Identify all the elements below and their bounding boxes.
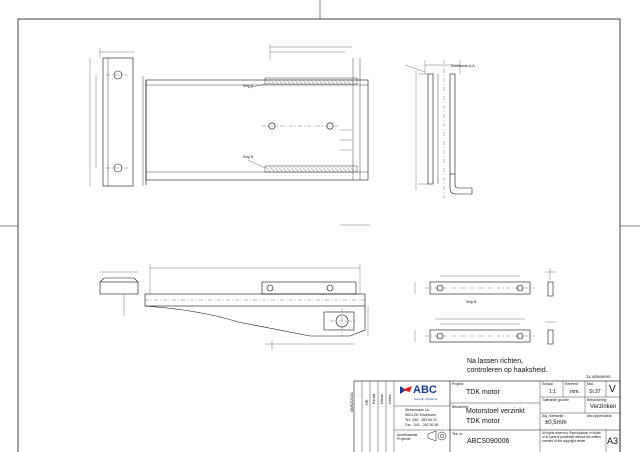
unit-value: mm.: [570, 389, 580, 395]
company-address-2: 5624 CK Eindhoven: [405, 413, 437, 417]
unit-label: Eenheid: [565, 382, 578, 386]
revision-letter: V: [609, 384, 616, 395]
company-sub: Security Systems: [414, 397, 438, 401]
material-label: Mat.: [587, 382, 594, 386]
detail-label-c: Snip B: [466, 300, 477, 304]
side-initials: HE: [364, 399, 369, 405]
name-value-2: TDK motor: [466, 418, 500, 425]
title-block-grid: [353, 380, 621, 452]
note-line-2: controleren op haaksheid.: [467, 367, 548, 374]
scale-value: 1:1: [549, 389, 556, 395]
side-paraaf: Paraaf: [372, 393, 376, 404]
treatment-value: Verzinken: [590, 404, 617, 410]
name-value-1: Motorstoel verzinkt: [466, 408, 525, 415]
project-value: TDK motor: [466, 389, 500, 396]
name-label: Benaming:: [452, 405, 469, 409]
drawing-number: ABCS090006: [467, 438, 510, 445]
side-date: 08/02/2021: [349, 391, 354, 412]
front-view: [89, 44, 370, 226]
quantity-note: 1x uitvoeren: [586, 374, 611, 379]
company-address-1: Stresemann 1a: [405, 408, 429, 412]
detail-label-b: Snip B: [243, 155, 254, 159]
front-view-hatch: [265, 78, 355, 172]
scale-label: Schaal: [542, 382, 553, 386]
projection-symbol-icon: [427, 430, 447, 442]
projection-label: Amerikaanse Projectie: [397, 433, 418, 441]
detail-view-a: [414, 268, 556, 297]
side-getek: Getek.: [388, 393, 392, 404]
tolerance-label: Tolerantie grootte: [542, 398, 570, 402]
detail-label-a: Snip A: [243, 84, 254, 88]
copyright-notice: All rights reserved. Reproduction in who…: [542, 431, 601, 443]
section-view: [404, 60, 473, 200]
company-phone: Tel.: 040 - 262 59 22: [405, 418, 437, 422]
project-label: Project:: [452, 382, 464, 386]
note-line-1: Na lassen richten,: [467, 358, 524, 365]
general-tolerance-value: ±0,5mm: [545, 420, 567, 426]
company-name: ABC: [413, 384, 437, 396]
detail-view-b: [414, 318, 556, 345]
side-datum: Datum: [380, 393, 384, 404]
abc-logo-icon: [400, 386, 412, 394]
drawing-no-label: Tek. nr.: [452, 432, 464, 436]
treatment-label: Behandeling: [587, 398, 607, 402]
general-tolerance-label: Alg. tolerantie: [542, 414, 564, 418]
company-fax: Fax.: 040 - 262 36 36: [405, 423, 439, 427]
section-label: Doorsnede A-A: [451, 64, 475, 68]
material-value: St.37: [589, 389, 601, 395]
surface-label: Afw.oppervlakte: [587, 414, 612, 418]
sheet-frame: [17, 18, 621, 452]
side-view: [99, 264, 369, 350]
sheet-format: A3: [607, 436, 619, 446]
